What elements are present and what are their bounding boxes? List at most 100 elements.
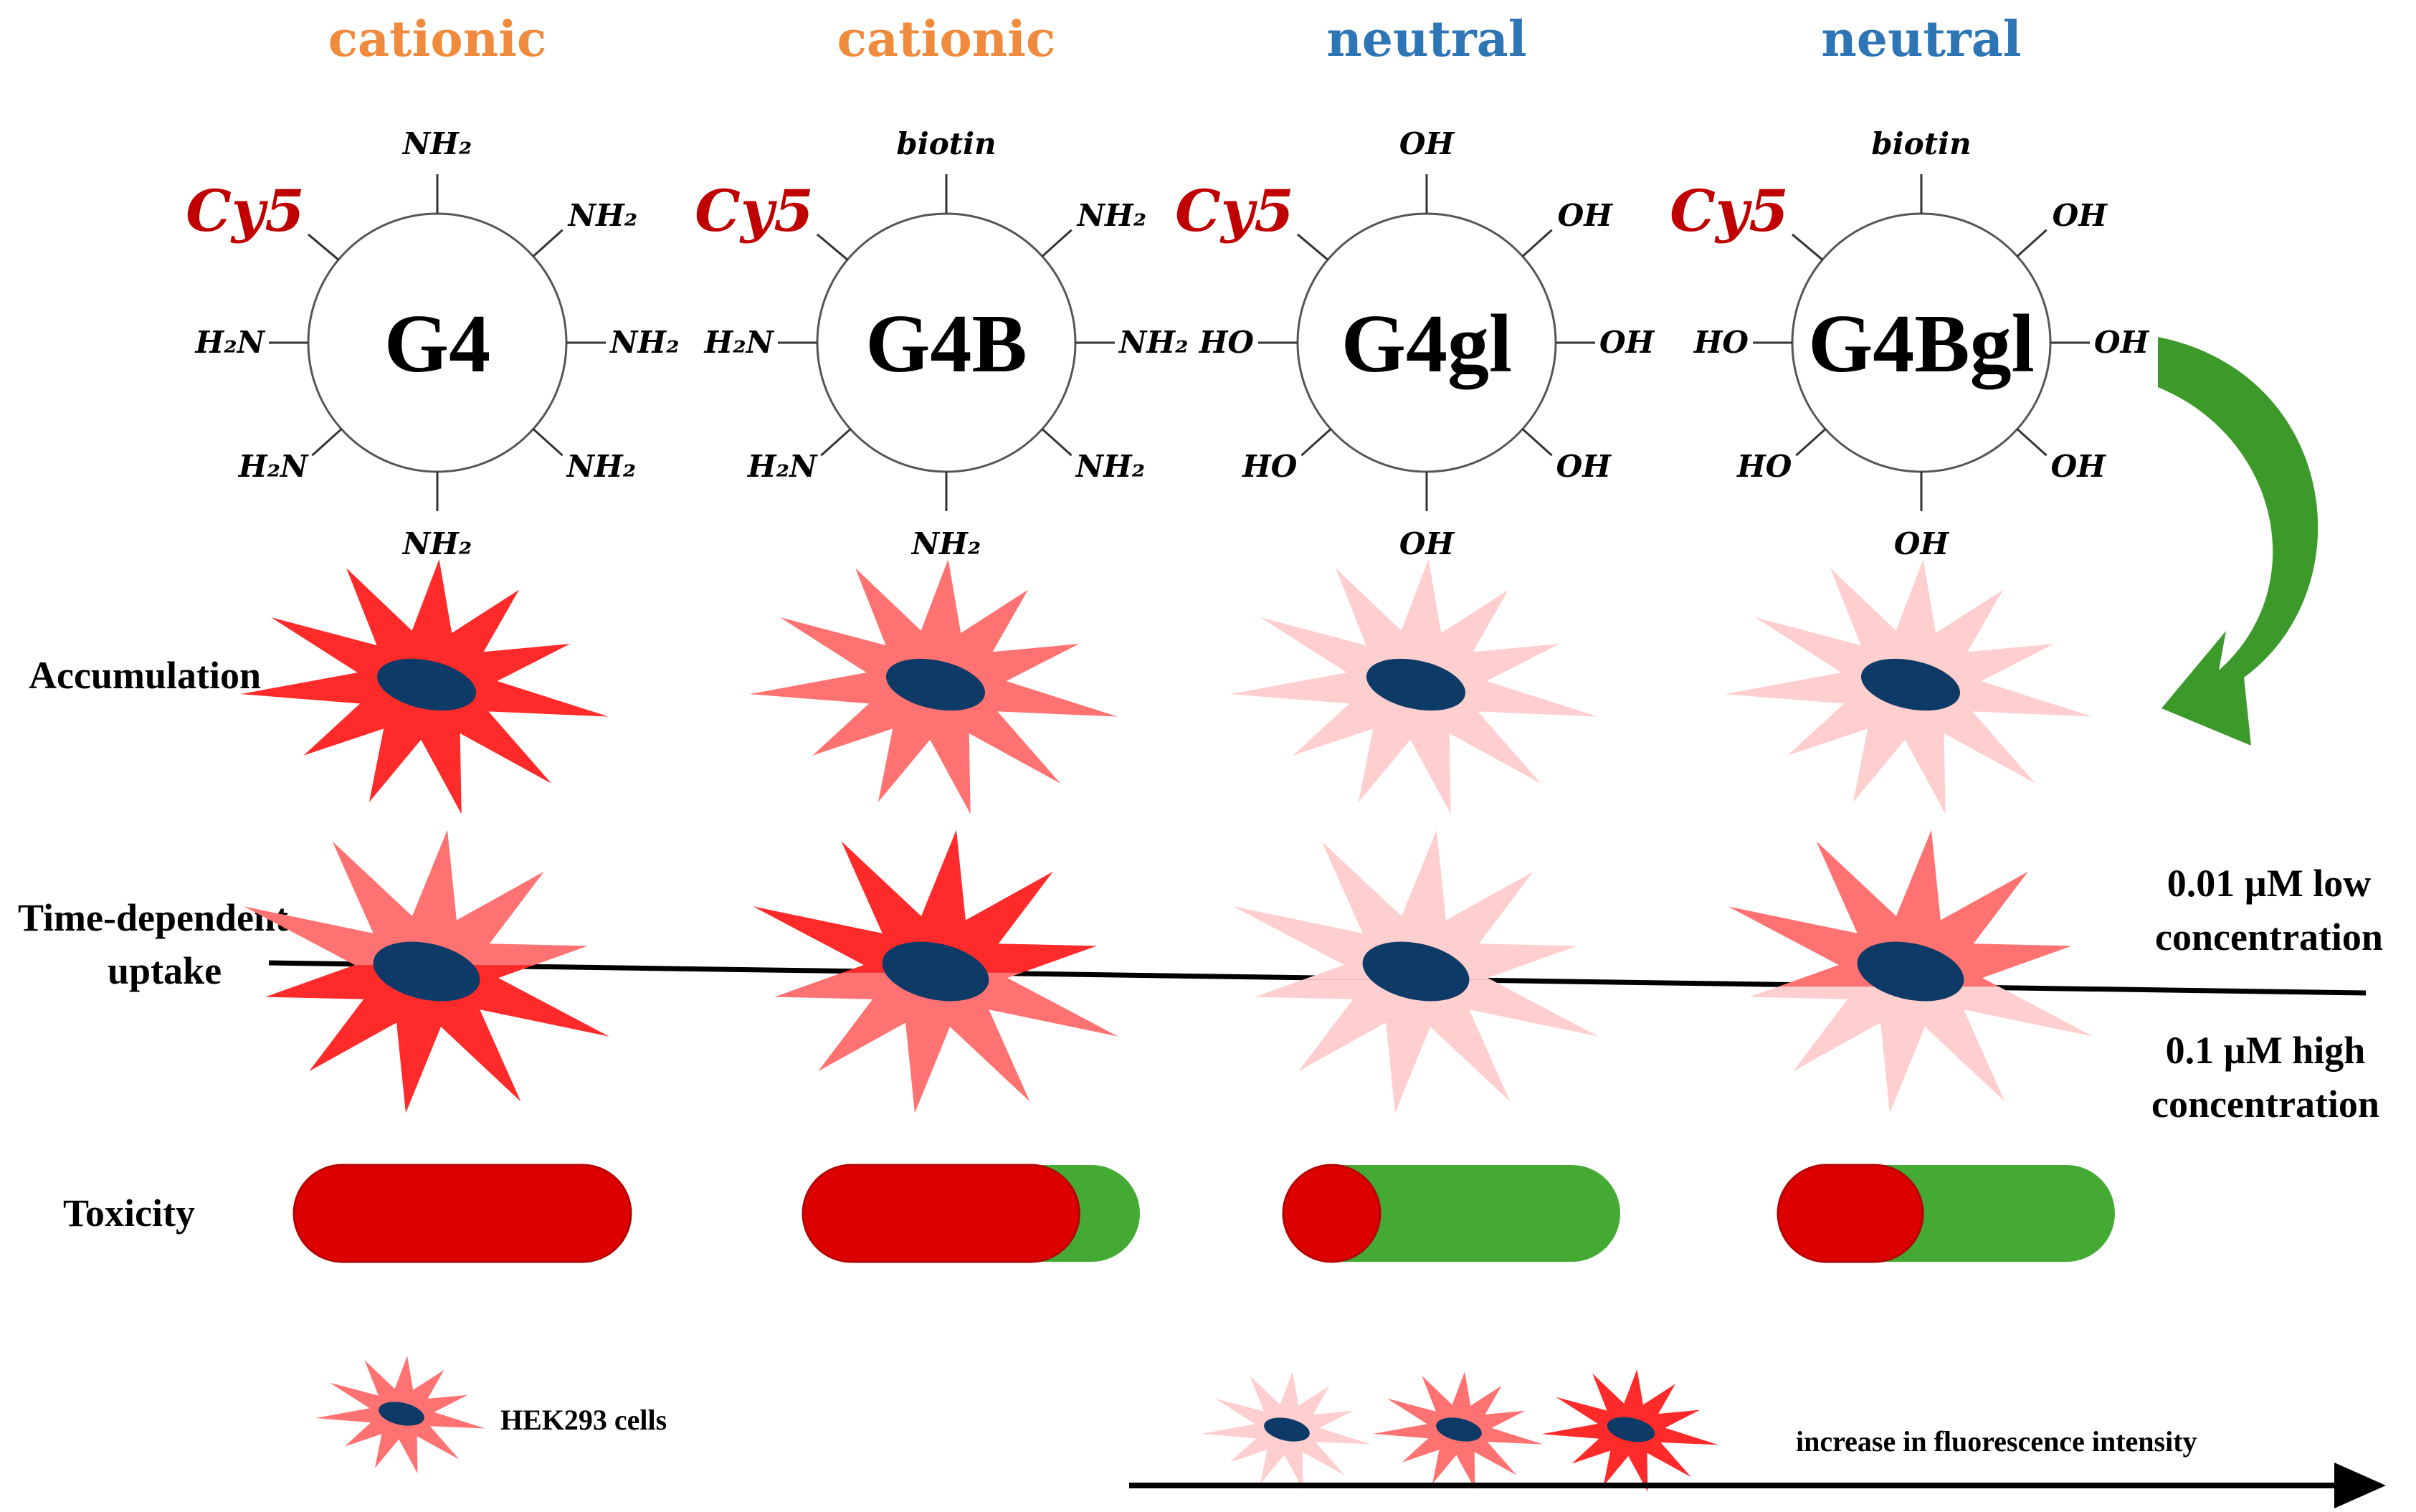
uptake-cell-high-conc-half — [1749, 986, 2093, 1113]
cy5-dye-label: Cy5 — [695, 177, 814, 244]
intensity-cell-medium-nucleus — [1436, 1417, 1482, 1442]
surface-group-upper_right: OH — [2053, 198, 2108, 233]
bond-upper_right — [1041, 229, 1073, 257]
toxicity-toxic-part — [1777, 1164, 1924, 1263]
surface-group-lower_right: OH — [1556, 449, 1612, 484]
legend-intensity-cells — [1201, 1369, 1718, 1492]
charge-label: neutral — [1821, 11, 2021, 68]
row-label-toxicity: Toxicity — [63, 1192, 195, 1235]
accumulation-cell-nucleus — [376, 658, 477, 711]
bond-lower_right — [2016, 428, 2048, 457]
bond-dye — [1297, 233, 1329, 261]
intensity-cell-low-nucleus — [1264, 1417, 1310, 1442]
accumulation-cell — [749, 559, 1118, 814]
uptake-cell — [1233, 829, 1599, 1113]
low-concentration-label-line2: concentration — [2155, 916, 2383, 959]
surface-group-lower_right: OH — [2051, 449, 2107, 484]
uptake-cell — [753, 829, 1118, 1113]
uptake-cell-high-conc-half — [265, 965, 609, 1113]
accumulation-cell — [1230, 559, 1598, 814]
accumulation-cell-nucleus — [885, 658, 986, 711]
uptake-cell-nucleus — [882, 941, 989, 1002]
intensity-cell-high-nucleus — [1607, 1417, 1655, 1442]
high-concentration-label-line1: 0.1 µM high — [2166, 1029, 2366, 1072]
bond-upper_right — [2016, 229, 2048, 257]
surface-group-upper_right: OH — [1558, 198, 1614, 233]
bond-lower_right — [1521, 428, 1553, 457]
row-label-uptake-line2: uptake — [108, 949, 222, 992]
bond-lower_left — [1795, 428, 1827, 457]
accumulation-cell-nucleus — [1366, 658, 1466, 711]
toxicity-bar — [802, 1164, 1140, 1263]
accumulation-cell — [1724, 559, 2093, 814]
charge-label: cationic — [328, 11, 547, 68]
surface-group-left: H₂N — [704, 325, 775, 360]
uptake-cell-nucleus — [373, 941, 480, 1002]
accumulation-cell — [240, 559, 609, 814]
uptake-cell-high-conc-half — [774, 972, 1118, 1113]
legend-hek293-cell-nucleus — [379, 1402, 424, 1426]
charge-label: neutral — [1326, 11, 1526, 68]
surface-group-lower_left: H₂N — [747, 449, 818, 484]
surface-group-lower_left: HO — [1242, 449, 1298, 484]
bond-lower_right — [1041, 428, 1073, 457]
surface-group-upper_right: NH₂ — [1076, 198, 1146, 233]
dendrimer-name: G4gl — [1341, 298, 1512, 390]
intensity-cell-medium — [1373, 1371, 1544, 1490]
surface-group-top: NH₂ — [401, 126, 472, 161]
uptake-cell-nucleus — [1362, 941, 1470, 1002]
surface-group-top: biotin — [1871, 126, 1971, 161]
surface-group-left: H₂N — [195, 325, 266, 360]
bond-lower_left — [820, 428, 852, 457]
toxicity-bar — [293, 1164, 632, 1263]
intensity-cell-high — [1541, 1369, 1718, 1492]
surface-group-lower_left: HO — [1736, 449, 1792, 484]
legend-cell-icon — [315, 1356, 486, 1474]
surface-group-right: OH — [1599, 325, 1655, 360]
uptake-cell-high-conc-half — [1255, 979, 1599, 1113]
cy5-dye-label: Cy5 — [1670, 177, 1789, 244]
surface-group-right: OH — [2094, 325, 2150, 360]
charge-label: cationic — [837, 11, 1056, 68]
legend-hek293-label: HEK293 cells — [500, 1404, 667, 1436]
uptake-cell-low-conc-half — [1233, 829, 1577, 980]
surface-group-top: biotin — [896, 126, 996, 161]
cy5-dye-label: Cy5 — [1175, 177, 1294, 244]
surface-group-left: HO — [1199, 325, 1255, 360]
bond-lower_left — [311, 428, 343, 457]
row-label-accumulation: Accumulation — [29, 654, 261, 697]
surface-group-upper_right: NH₂ — [567, 198, 637, 233]
row-label-uptake-line1: Time-dependent — [18, 896, 288, 939]
dendrimer-name: G4B — [865, 298, 1027, 390]
intensity-cell-low — [1201, 1371, 1371, 1490]
surface-group-bottom: NH₂ — [910, 526, 981, 561]
uptake-cell — [1728, 829, 2093, 1113]
uptake-cell-nucleus — [1857, 941, 1964, 1002]
surface-group-bottom: OH — [1399, 526, 1455, 561]
surface-group-bottom: OH — [1894, 526, 1950, 561]
surface-group-lower_right: NH₂ — [566, 449, 636, 484]
legend-intensity-label: increase in fluorescence intensity — [1796, 1425, 2197, 1458]
bond-upper_right — [532, 229, 563, 257]
green-curved-arrow-icon — [2158, 337, 2318, 746]
legend-hek293-cell — [315, 1356, 486, 1474]
surface-group-top: OH — [1399, 126, 1455, 161]
surface-group-bottom: NH₂ — [401, 526, 472, 561]
accumulation-cell-nucleus — [1860, 658, 1961, 711]
toxicity-bar — [1777, 1164, 2115, 1263]
bond-upper_right — [1521, 229, 1553, 257]
uptake-cell-low-conc-half — [753, 829, 1097, 973]
surface-group-right: NH₂ — [1118, 325, 1188, 360]
toxicity-toxic-part — [1282, 1164, 1381, 1263]
bond-lower_right — [532, 428, 563, 457]
toxicity-toxic-part — [293, 1164, 632, 1263]
surface-group-lower_left: H₂N — [238, 449, 309, 484]
surface-group-lower_right: NH₂ — [1075, 449, 1145, 484]
dendrimer-name: G4Bgl — [1808, 298, 2035, 390]
uptake-cell — [244, 829, 609, 1113]
dendrimer-columns: cationicG4NH₂NH₂NH₂NH₂NH₂H₂NH₂NCy5cation… — [186, 11, 2150, 1263]
